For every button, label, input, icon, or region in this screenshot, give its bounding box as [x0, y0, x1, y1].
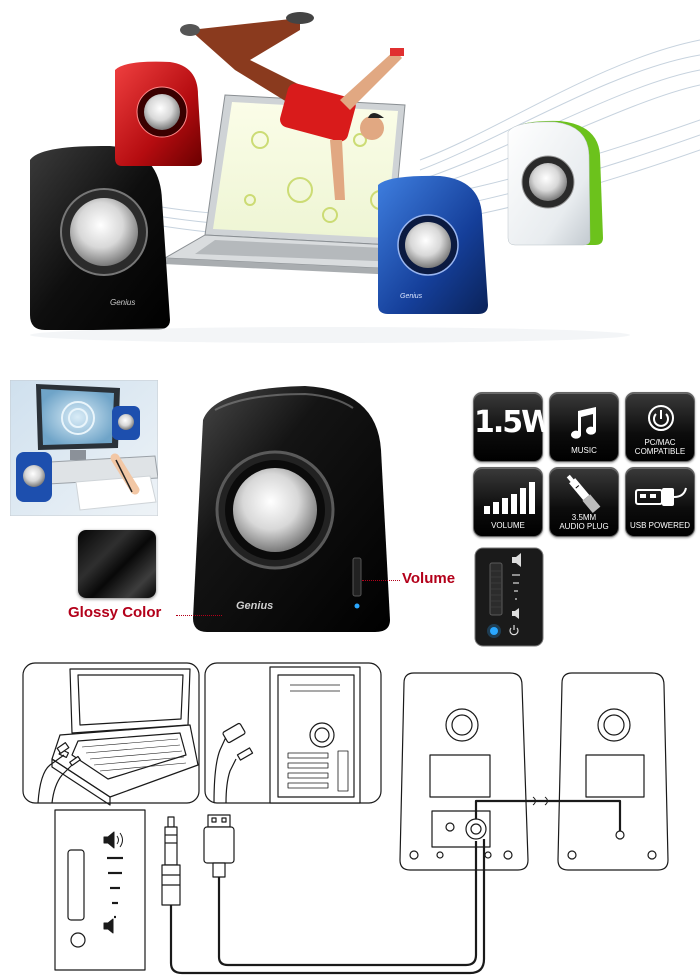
- audio-cable: [169, 839, 486, 975]
- usb-plug-diagram: [203, 814, 235, 878]
- compatible-caption-line1: PC/MAC: [644, 438, 676, 447]
- speaker-black: Genius: [30, 145, 170, 330]
- music-caption: MUSIC: [571, 446, 597, 455]
- volume-down-icon: [103, 918, 114, 934]
- glossy-leader-line: [176, 615, 222, 616]
- feature-usb-powered: USB POWERED: [625, 467, 695, 537]
- speaker-loud-icon: [512, 553, 521, 567]
- glossy-color-label: Glossy Color: [68, 604, 162, 621]
- volume-control-closeup: [474, 547, 544, 647]
- feature-volume: VOLUME: [473, 467, 543, 537]
- audio-plug-caption-line1: 3.5MM: [571, 513, 597, 522]
- speaker-white-green: [507, 120, 603, 246]
- dancer: [180, 12, 404, 200]
- hero-illustration: Genius Genius: [30, 12, 700, 343]
- usb-cable: [217, 841, 478, 967]
- desk-photo: [10, 380, 158, 516]
- volume-bars-icon: [484, 482, 535, 514]
- volume-label: Volume: [402, 570, 456, 587]
- speaker-rear-right: [557, 672, 669, 871]
- usb-caption: USB POWERED: [629, 521, 690, 530]
- compatible-caption-line2: COMPATIBLE: [634, 447, 686, 456]
- desktop-tower-diagram: [204, 662, 382, 804]
- feature-music: MUSIC: [549, 392, 619, 462]
- audio-plug-diagram: [161, 816, 181, 906]
- usb-plug-icon: [635, 487, 687, 506]
- speaker-quiet-icon: [512, 608, 519, 619]
- speaker-rear-left: [399, 672, 529, 871]
- audio-plug-caption-line2: AUDIO PLUG: [559, 522, 609, 531]
- speaker-red: [115, 61, 202, 166]
- glossy-swatch: [78, 530, 156, 598]
- speaker-brand: Genius: [236, 600, 274, 612]
- volume-up-icon: [103, 831, 123, 849]
- power-icon: [509, 625, 519, 636]
- svg-text:Genius: Genius: [400, 293, 423, 300]
- volume-caption: VOLUME: [491, 521, 525, 530]
- laptop: [163, 94, 422, 276]
- power-rating-value: 1.5W: [474, 405, 554, 440]
- volume-panel-diagram: [54, 809, 146, 971]
- speaker-link-cable: [474, 799, 622, 831]
- audio-plug-icon: [566, 474, 601, 514]
- volume-leader-line: [362, 580, 400, 581]
- music-note-icon: [571, 407, 596, 439]
- feature-power-rating: 1.5W: [473, 392, 554, 462]
- laptop-diagram: [22, 662, 200, 806]
- power-button-icon: [648, 405, 674, 431]
- speaker-blue: Genius: [378, 175, 488, 314]
- svg-text:Genius: Genius: [110, 298, 135, 307]
- speaker-main: [193, 386, 390, 632]
- connection-diagram: [22, 662, 669, 975]
